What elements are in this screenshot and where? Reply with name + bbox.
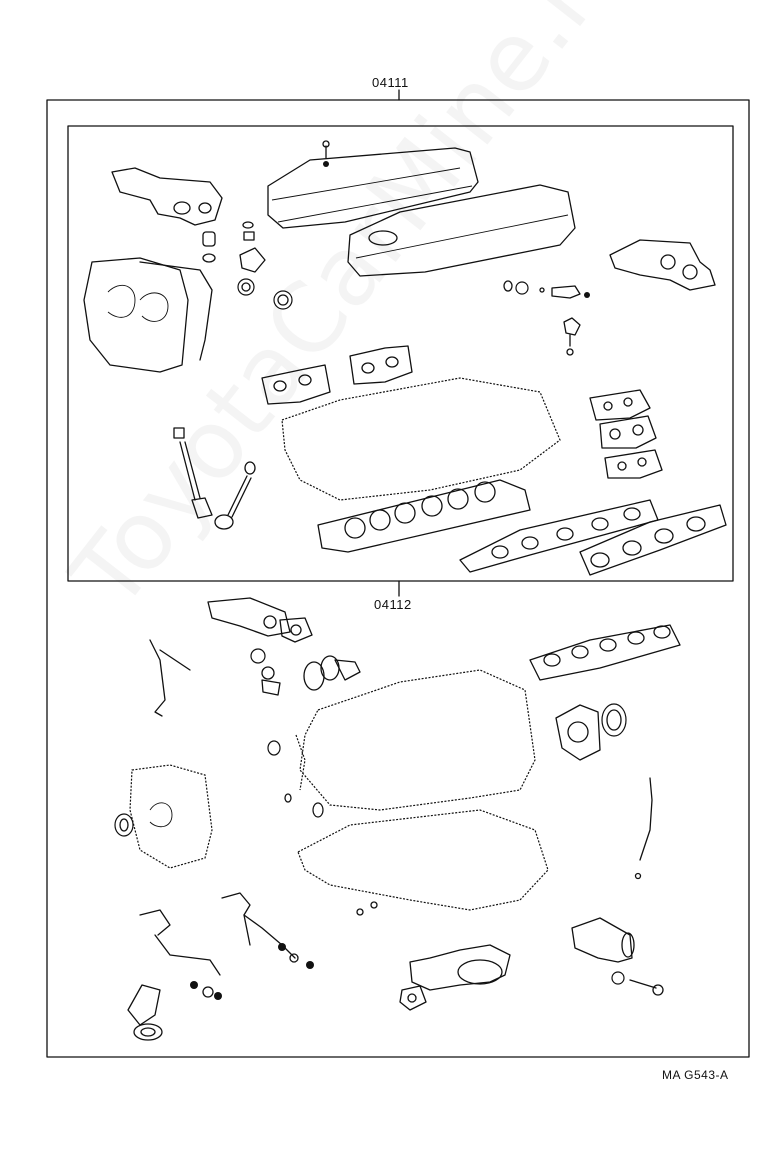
inner-kit-label[interactable]: 04112 xyxy=(374,597,412,612)
inner-kit-frame xyxy=(67,125,734,582)
head-cover-gasket-left xyxy=(267,147,479,229)
cylinder-head-gasket xyxy=(317,479,531,553)
outer-kit-frame xyxy=(46,99,750,1058)
head-gasket-outline xyxy=(281,377,561,501)
oil-pipe-assemblies xyxy=(139,892,378,1000)
intake-gasket-pair xyxy=(261,345,413,405)
exhaust-manifold-gasket-2 xyxy=(579,504,727,576)
figure-code: MA G543-A xyxy=(662,1068,729,1082)
oil-pan-gasket-outline xyxy=(297,809,549,911)
oil-pump-gasket xyxy=(399,944,511,1011)
air-inlet-gasket xyxy=(111,167,223,226)
rear-oil-seal-retainer xyxy=(555,703,627,761)
oil-strainer xyxy=(127,984,163,1041)
timing-cover-gasket-upper xyxy=(83,257,213,373)
exhaust-port-gaskets xyxy=(589,389,663,479)
timing-cover-gasket-lower xyxy=(114,764,213,869)
outer-kit-label[interactable]: 04111 xyxy=(372,75,409,90)
small-seals-upper xyxy=(202,221,293,310)
cylinder-block-outline xyxy=(295,669,536,811)
dipstick-tube xyxy=(634,777,653,880)
water-inlet-and-bolt xyxy=(571,917,664,996)
head-cover-gasket-right xyxy=(347,184,576,277)
thermostat-gasket xyxy=(303,655,361,691)
oil-seal-gaskets-left xyxy=(149,639,281,717)
exhaust-connector-gasket-right xyxy=(609,239,716,291)
small-o-rings-lower xyxy=(267,740,324,818)
cover-bolt xyxy=(322,140,330,167)
water-outlet-gasket xyxy=(207,597,313,643)
intake-manifold-gasket-lower xyxy=(529,624,681,681)
valves xyxy=(173,427,256,530)
small-seals-right xyxy=(503,280,590,356)
